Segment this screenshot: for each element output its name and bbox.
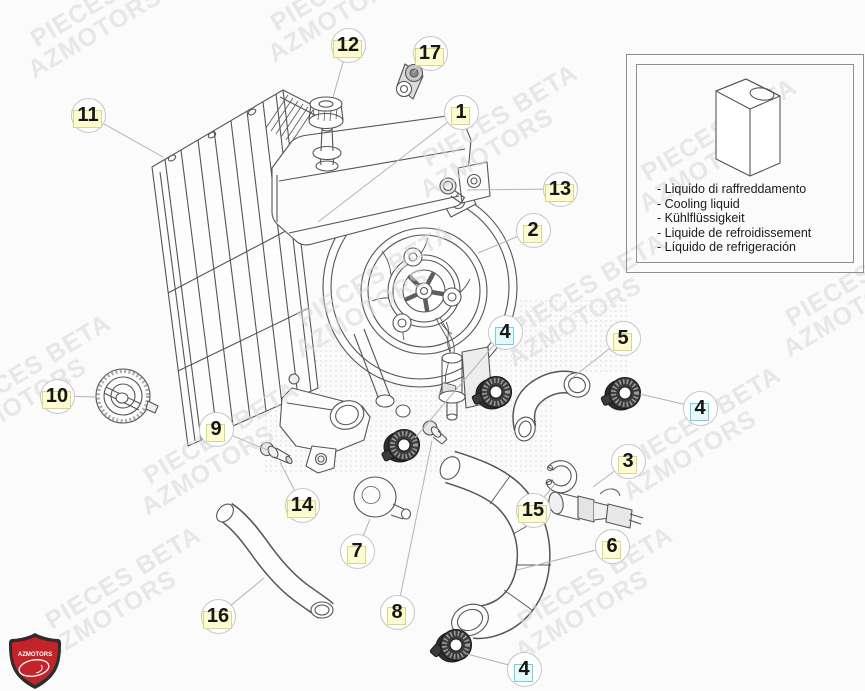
callout-17[interactable]: 17	[412, 35, 448, 71]
mount-bracket	[395, 63, 424, 100]
callout-10[interactable]: 10	[39, 378, 75, 414]
legend-line: - Líquido de refrigeración	[657, 240, 796, 255]
callout-highlight	[690, 403, 709, 421]
callout-2[interactable]: 2	[515, 212, 551, 248]
lower-hose	[439, 450, 551, 640]
legend-text: - Liquido di raffreddamento- Cooling liq…	[657, 182, 811, 255]
leader-line-8	[396, 440, 433, 613]
temp-sensor	[548, 488, 644, 529]
hose-clamp-d	[429, 628, 473, 663]
fan-ring-bosses	[392, 247, 462, 333]
rubber-mount	[353, 476, 412, 520]
callout-4[interactable]: 4	[506, 651, 542, 687]
callout-highlight	[613, 333, 632, 351]
elbow-fitting	[512, 370, 591, 442]
callout-highlight	[495, 327, 514, 345]
callout-7[interactable]: 7	[339, 533, 375, 569]
hose-clamp-a	[471, 375, 513, 410]
screw-13	[439, 177, 466, 204]
callout-highlight	[544, 184, 575, 202]
callout-14[interactable]: 14	[284, 487, 320, 523]
callout-highlight	[514, 664, 533, 682]
logo-shield-red	[12, 637, 58, 685]
legend-line: - Liquide de refroidissement	[657, 225, 812, 240]
callout-13[interactable]: 13	[542, 171, 578, 207]
callout-1[interactable]: 1	[443, 94, 479, 130]
callout-highlight	[451, 107, 470, 125]
upper-hose	[216, 502, 334, 620]
circlip	[545, 460, 578, 494]
legend-line: - Liquido di raffreddamento	[657, 182, 807, 196]
callout-highlight	[41, 391, 72, 409]
callout-6[interactable]: 6	[594, 528, 630, 564]
fan-hub	[402, 269, 446, 313]
callout-highlight	[73, 110, 102, 128]
callout-16[interactable]: 16	[200, 598, 236, 634]
callout-highlight	[387, 607, 406, 625]
callout-11[interactable]: 11	[70, 97, 106, 133]
coolant-canister-icon	[715, 78, 781, 177]
callout-15[interactable]: 15	[515, 492, 551, 528]
legend-line: - Kühlflüssigkeit	[657, 211, 745, 226]
fan-shroud	[322, 186, 518, 408]
callout-highlight	[618, 456, 637, 474]
callout-3[interactable]: 3	[610, 443, 646, 479]
callout-highlight	[517, 505, 548, 523]
callout-12[interactable]: 12	[330, 27, 366, 63]
hose-clamp-c	[381, 428, 421, 463]
callout-highlight	[414, 48, 445, 66]
callout-4[interactable]: 4	[682, 390, 718, 426]
callout-5[interactable]: 5	[605, 320, 641, 356]
leader-line-4	[414, 331, 506, 439]
callout-4[interactable]: 4	[487, 314, 523, 350]
leader-line-1	[317, 111, 462, 223]
radiator-bottom-tank	[279, 373, 411, 474]
callout-8[interactable]: 8	[379, 594, 415, 630]
logo-swoosh	[18, 659, 50, 677]
callout-highlight	[286, 500, 317, 518]
callout-highlight	[523, 225, 542, 243]
callout-highlight	[347, 546, 366, 564]
callout-highlight	[206, 424, 225, 442]
coolant-legend-box: - Liquido di raffreddamento- Cooling liq…	[626, 54, 864, 273]
logo-text: AZMOTORS	[18, 652, 52, 658]
callout-highlight	[202, 611, 233, 629]
bolt-9	[259, 441, 293, 465]
legend-inner-border	[636, 64, 854, 263]
radiator-cap-top	[308, 96, 344, 130]
callout-9[interactable]: 9	[198, 411, 234, 447]
hose-clamp-b	[600, 376, 642, 411]
callout-highlight	[602, 541, 621, 559]
radiator-cap-loose	[95, 368, 159, 424]
legend-line: - Cooling liquid	[657, 196, 740, 211]
azmotors-logo: AZMOTORS	[9, 633, 61, 689]
callout-highlight	[332, 40, 363, 58]
